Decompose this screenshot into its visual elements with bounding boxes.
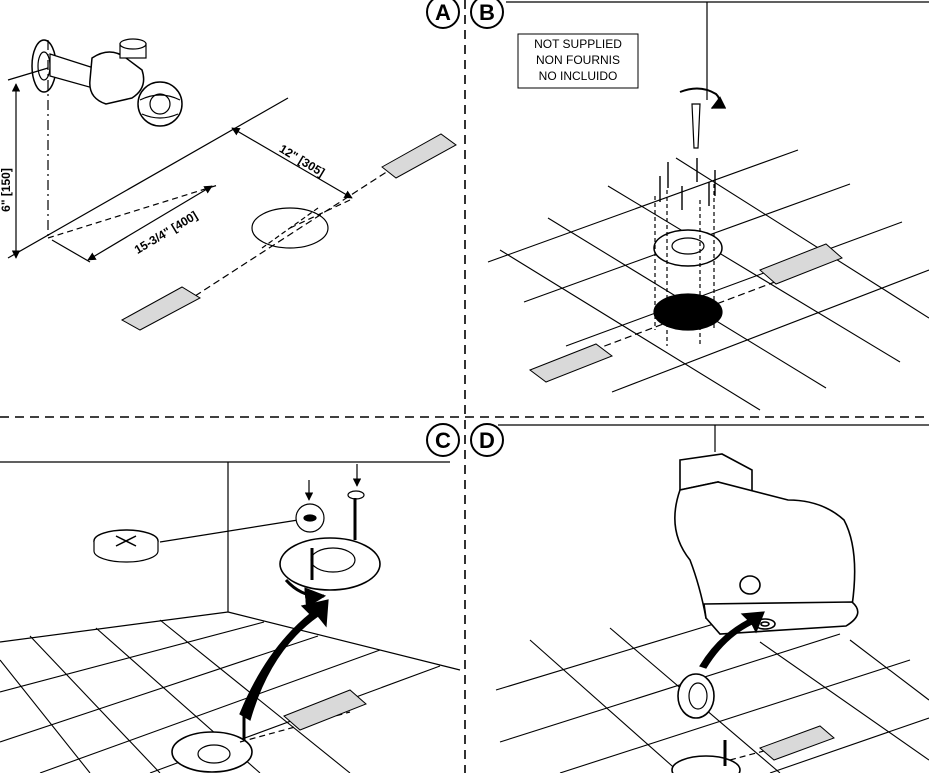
water-supply-valve bbox=[31, 38, 183, 127]
svg-text:D: D bbox=[479, 428, 495, 453]
svg-text:A: A bbox=[435, 0, 451, 25]
panel-d bbox=[495, 424, 929, 773]
note-box bbox=[517, 33, 639, 89]
screws bbox=[659, 158, 716, 210]
svg-text:C: C bbox=[435, 428, 451, 453]
flange-outline bbox=[251, 207, 329, 249]
tape-strip bbox=[759, 725, 835, 761]
note-line-2: NON FOURNIS bbox=[536, 53, 620, 67]
panel-a bbox=[7, 38, 457, 331]
floor-tiles bbox=[0, 619, 441, 773]
drain-hole bbox=[653, 293, 723, 331]
note-line-3: NO INCLUIDO bbox=[539, 69, 618, 83]
dim-height-label: 6" [150] bbox=[0, 168, 13, 212]
wax-ring bbox=[677, 673, 715, 719]
badge-a: A bbox=[426, 0, 460, 29]
dim-depth-label: 15-3/4" [400] bbox=[132, 208, 200, 257]
badge-b: B bbox=[470, 0, 504, 29]
tape-strip bbox=[528, 243, 843, 383]
svg-text:B: B bbox=[479, 0, 495, 25]
toilet-bowl bbox=[674, 453, 859, 635]
note-line-1: NOT SUPPLIED bbox=[534, 37, 622, 51]
tape-strip bbox=[283, 689, 367, 731]
floor-tiles bbox=[487, 149, 929, 411]
panel-b bbox=[487, 1, 929, 411]
tape-strip bbox=[120, 133, 457, 331]
floor-tiles bbox=[495, 609, 929, 773]
panel-c bbox=[0, 461, 461, 773]
badge-c: C bbox=[426, 423, 460, 457]
badge-d: D bbox=[470, 423, 504, 457]
flange bbox=[279, 537, 381, 591]
dim-offset-label: 12" [305] bbox=[277, 142, 327, 180]
drill-bit bbox=[691, 103, 701, 149]
